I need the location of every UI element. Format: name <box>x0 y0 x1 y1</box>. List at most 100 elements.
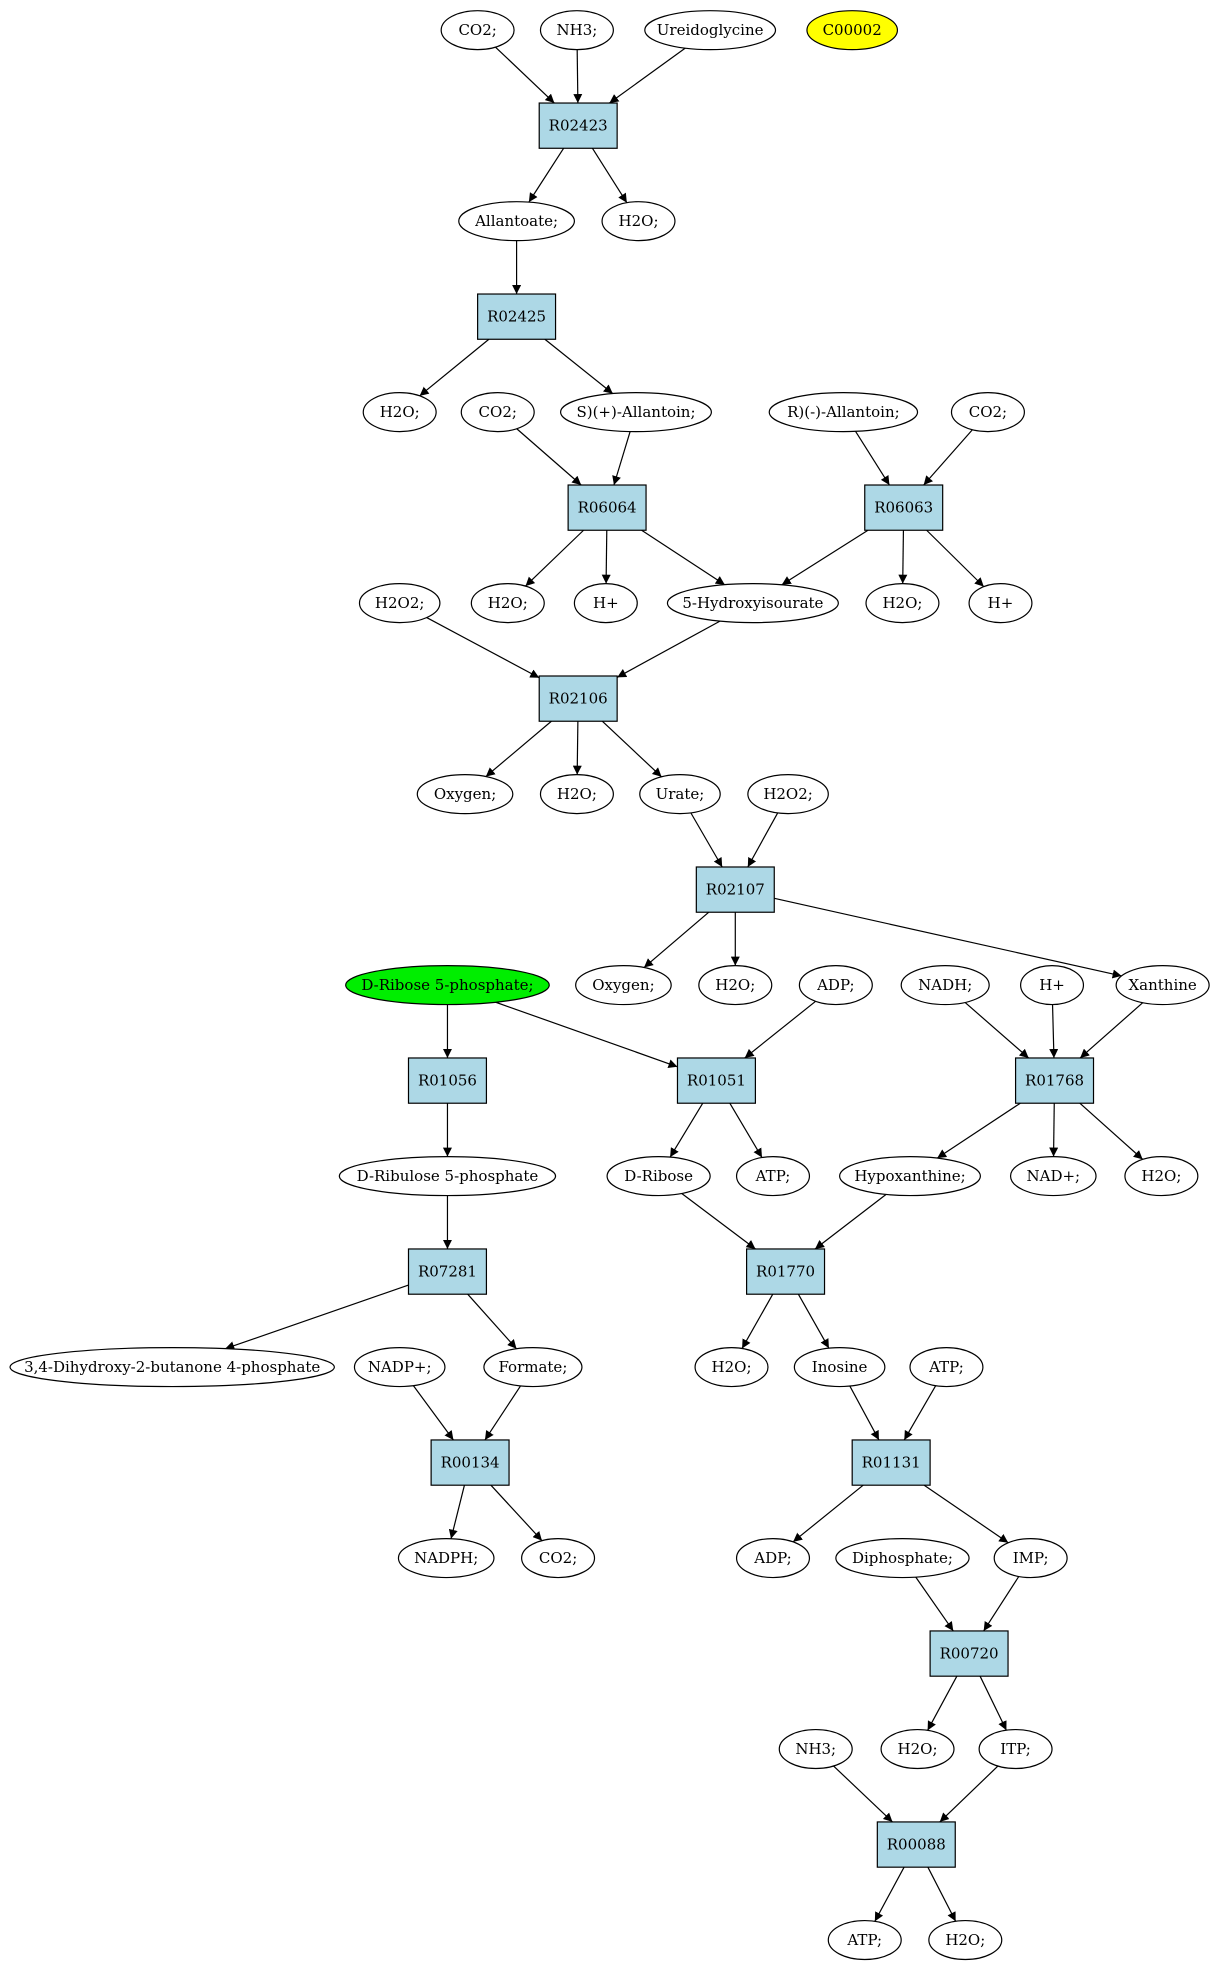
compound-node-formate: Formate; <box>483 1347 583 1388</box>
edge-atp_2-to-r01131 <box>903 1385 937 1441</box>
node-label: H2O2; <box>375 594 425 612</box>
compound-ellipse <box>747 774 829 815</box>
edge-co2_3-to-r06063 <box>923 429 973 486</box>
edge-h2o2_2-to-r02107 <box>747 812 779 868</box>
edge-r01768-to-hypox <box>936 1102 1021 1159</box>
reaction-box <box>1014 1057 1095 1104</box>
node-label: Xanthine <box>1128 976 1196 994</box>
compound-node-diphos: Diphosphate; <box>835 1537 970 1579</box>
node-label: R)(-)-Allantoin; <box>787 403 900 421</box>
reaction-node-r01131: R01131 <box>851 1439 931 1486</box>
compound-ellipse <box>839 1156 981 1197</box>
edge-r02425-to-h2o_2 <box>419 338 490 397</box>
edge-r01770-to-inosine <box>797 1293 830 1349</box>
compound-node-h2o_4: H2O; <box>865 583 940 624</box>
reaction-box <box>567 484 647 531</box>
edge-r02425-to-s_allantoin <box>544 338 614 395</box>
compound-node-h2o2_1: H2O2; <box>358 583 441 624</box>
edge-r_allantoin-to-r06063 <box>855 431 890 486</box>
edge-r06064-to-h2o_3 <box>525 529 584 587</box>
edge-r06064-to-hplus_1 <box>601 530 611 584</box>
edge-inosine-to-r01131 <box>849 1385 880 1441</box>
compound-node-co2_2: CO2; <box>460 392 535 433</box>
compound-ellipse <box>880 1728 955 1770</box>
node-label: R06063 <box>874 499 933 517</box>
reaction-box <box>407 1057 488 1104</box>
reaction-box <box>676 1057 757 1104</box>
node-label: NADP+; <box>368 1358 432 1376</box>
compound-node-atp_1: ATP; <box>735 1156 811 1197</box>
compound-ellipse <box>909 1347 984 1388</box>
node-label: H2O; <box>488 594 528 612</box>
edge-r06063-to-h2o_4 <box>898 530 908 584</box>
node-label: D-Ribose 5-phosphate; <box>361 976 533 994</box>
reaction-node-r06064: R06064 <box>567 484 647 531</box>
compound-ellipse <box>1115 965 1210 1006</box>
compound-ellipse <box>358 583 441 624</box>
compound-ellipse <box>460 392 535 433</box>
compound-ellipse <box>993 1537 1068 1579</box>
node-label: H2O; <box>380 403 420 421</box>
compound-node-dihydroxy: 3,4-Dihydroxy-2-butanone 4-phosphate <box>9 1347 335 1388</box>
compound-ellipse <box>806 10 899 51</box>
compound-ellipse <box>539 774 614 815</box>
edge-formate-to-r00134 <box>484 1385 522 1441</box>
node-label: C00002 <box>823 21 882 39</box>
compound-node-dribose: D-Ribose <box>606 1156 711 1197</box>
compound-node-nadph: NADPH; <box>397 1537 495 1579</box>
edge-itp-to-r00088 <box>939 1765 999 1823</box>
compound-ellipse <box>827 1919 902 1961</box>
compound-node-hypox: Hypoxanthine; <box>839 1156 981 1197</box>
edge-r06064-to-hydroxy <box>641 529 726 586</box>
node-label: ATP; <box>928 1358 964 1376</box>
compound-node-nh3_1: NH3; <box>539 10 614 51</box>
compound-node-h2o_9: H2O; <box>880 1728 955 1770</box>
node-label: S)(+)-Allantoin; <box>576 403 695 421</box>
node-label: ADP; <box>816 976 854 994</box>
node-label: H2O2; <box>763 785 813 803</box>
node-label: 3,4-Dihydroxy-2-butanone 4-phosphate <box>24 1358 320 1376</box>
compound-node-oxygen_1: Oxygen; <box>416 774 514 815</box>
node-label: H2O; <box>882 594 922 612</box>
edge-r01131-to-imp <box>923 1484 1009 1544</box>
node-label: IMP; <box>1013 1549 1049 1567</box>
node-label: R01056 <box>418 1072 477 1090</box>
reaction-node-r01056: R01056 <box>407 1057 488 1104</box>
node-label: R02107 <box>706 881 765 899</box>
compound-ellipse <box>835 1537 970 1579</box>
edge-xanthine-to-r01768 <box>1079 1002 1144 1059</box>
node-label: Inosine <box>812 1358 868 1376</box>
reaction-node-r02106: R02106 <box>538 675 618 722</box>
node-label: ITP; <box>1000 1740 1031 1758</box>
compound-ellipse <box>666 583 839 624</box>
reaction-node-r01770: R01770 <box>746 1248 826 1295</box>
edge-hypox-to-r01770 <box>814 1193 887 1250</box>
compound-ellipse <box>968 583 1033 624</box>
edge-nh3_1-to-r02423 <box>573 49 583 104</box>
compound-ellipse <box>539 10 614 51</box>
reaction-box <box>538 102 618 149</box>
compound-ellipse <box>1020 965 1085 1006</box>
compound-ellipse <box>353 1347 446 1388</box>
compound-node-inosine: Inosine <box>793 1347 886 1388</box>
node-label: H2O; <box>1141 1167 1181 1185</box>
reaction-node-r01768: R01768 <box>1014 1057 1095 1104</box>
node-label: Allantoate; <box>474 212 558 230</box>
compound-ellipse <box>1009 1156 1097 1197</box>
reaction-box <box>929 1630 1009 1677</box>
node-label: Formate; <box>498 1358 567 1376</box>
compound-ellipse <box>458 201 576 242</box>
edge-ureido-to-r02423 <box>609 47 686 104</box>
edge-r06063-to-hplus_2 <box>926 529 985 588</box>
node-label: R00088 <box>887 1836 946 1854</box>
reaction-box <box>851 1439 931 1486</box>
compound-node-atp_3: ATP; <box>827 1919 902 1961</box>
node-label: H+ <box>1039 976 1065 994</box>
edge-r01768-to-nadplus <box>1049 1103 1059 1157</box>
compound-node-co2_1: CO2; <box>440 10 515 51</box>
edge-r02423-to-h2o_1 <box>591 147 628 204</box>
node-label: R02425 <box>487 308 546 326</box>
compound-ellipse <box>735 1156 811 1197</box>
